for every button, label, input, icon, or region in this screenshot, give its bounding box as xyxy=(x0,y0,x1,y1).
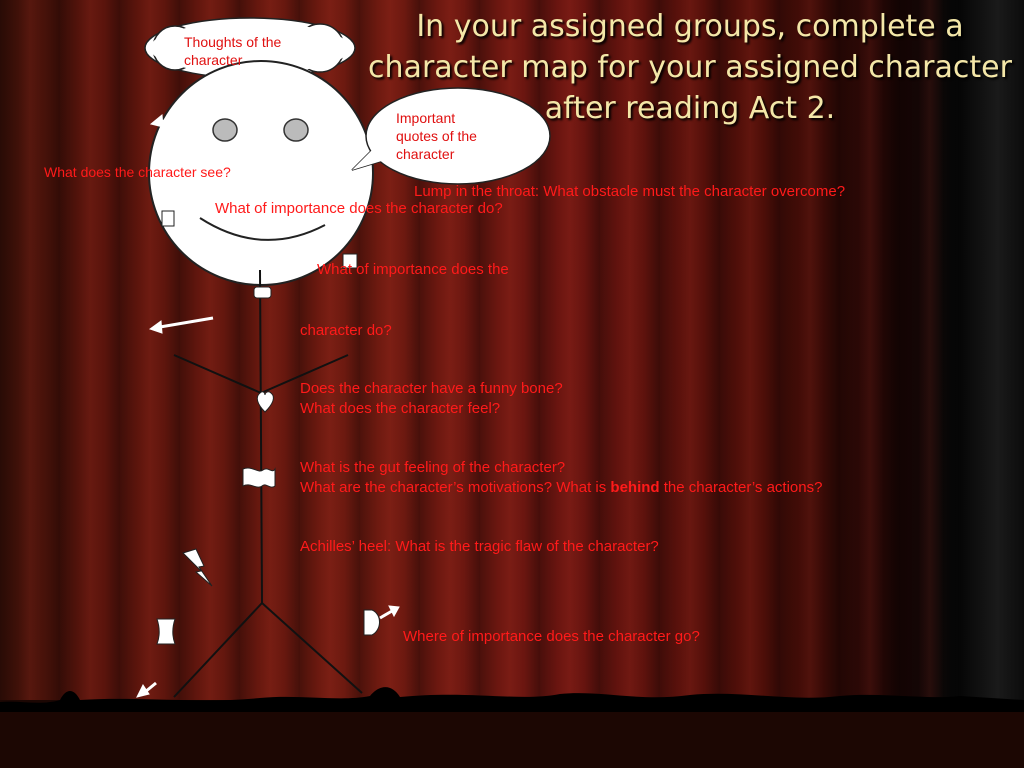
stage-edge xyxy=(0,687,1024,712)
smile xyxy=(199,217,326,241)
left-eye xyxy=(212,118,238,142)
prompt-achilles: Achilles’ heel: What is the tragic flaw … xyxy=(300,538,659,555)
slide-title: In your assigned groups, complete a char… xyxy=(368,9,1012,126)
prompt-funny-bone: Does the character have a funny bone? xyxy=(300,380,563,397)
prompt-go: Where of importance does the character g… xyxy=(403,628,700,645)
prompt-feel: What does the character feel? xyxy=(300,400,501,417)
motivations-text-b: the character’s actions? xyxy=(659,479,823,496)
prompt-motivations: What are the character’s motivations? Wh… xyxy=(300,478,822,498)
motivations-text-a: What are the character’s motivations? Wh… xyxy=(300,479,611,496)
curtain-edge xyxy=(958,0,1024,768)
arrow-see xyxy=(149,110,213,128)
thought-cloud xyxy=(144,17,356,101)
gut-icon xyxy=(242,467,276,488)
arrow-do xyxy=(148,316,214,334)
lightning-icon xyxy=(182,548,213,587)
prompt-see: What does the character see? xyxy=(44,164,231,180)
right-arm xyxy=(260,354,349,394)
throat-icon xyxy=(253,286,272,299)
prompt-do-line2: character do? xyxy=(300,322,392,339)
prompt-throat: Lump in the throat: What obstacle must t… xyxy=(414,183,846,200)
heart-icon xyxy=(256,391,274,413)
left-foot-icon xyxy=(156,618,176,645)
arrow-foot-right xyxy=(379,605,400,620)
prompt-do-line1: What of importance does the xyxy=(317,261,509,278)
right-foot-icon xyxy=(363,609,380,636)
right-eye xyxy=(283,118,309,142)
prompt-gut: What is the gut feeling of the character… xyxy=(300,459,566,476)
thoughts-bubble-text: Thoughts of the character xyxy=(184,34,282,68)
left-leg xyxy=(173,602,263,698)
torso xyxy=(259,269,263,604)
motivations-text-bold: behind xyxy=(610,479,660,496)
right-leg xyxy=(261,602,363,694)
prompt-do-overlay: What of importance does the character do… xyxy=(215,200,503,217)
ear-right xyxy=(342,253,358,269)
quotes-bubble-text: Important quotes of the character xyxy=(396,110,477,162)
speech-bubble xyxy=(351,87,551,185)
left-arm xyxy=(173,354,262,394)
arrow-foot-left xyxy=(136,681,157,698)
ear-left xyxy=(161,210,175,227)
